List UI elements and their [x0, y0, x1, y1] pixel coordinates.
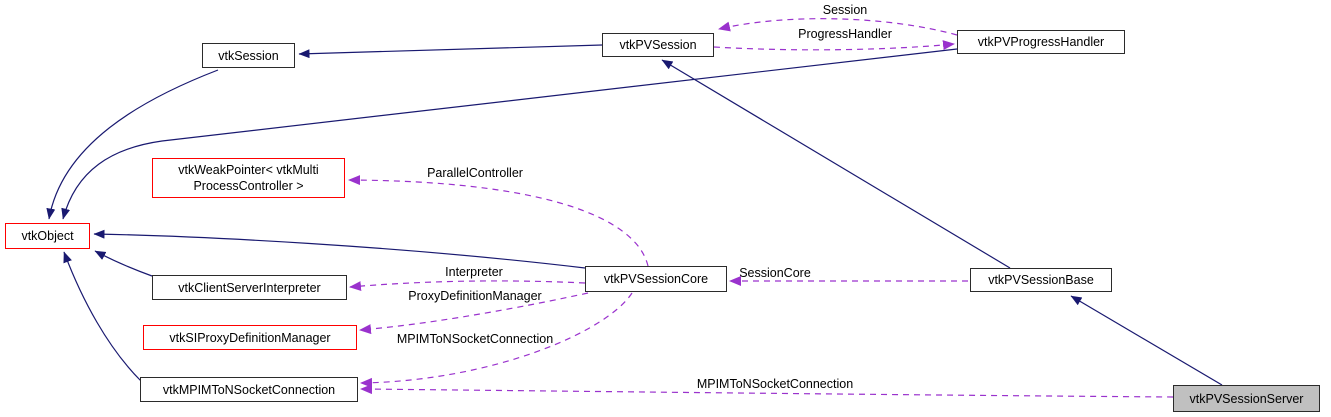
node-vtkpvsession[interactable]: vtkPVSession — [602, 33, 714, 57]
edge-proxydefinitionmanager-usage — [359, 292, 589, 335]
edge-vtkclientserverinterpreter-to-vtkobject — [94, 250, 153, 277]
edge-label-mpimtonsocketconnection-server: MPIMToNSocketConnection — [696, 377, 854, 391]
node-label-line1: vtkWeakPointer< vtkMulti — [178, 163, 319, 177]
edge-label-mpimtonsocketconnection-core: MPIMToNSocketConnection — [396, 332, 554, 346]
edge-vtkpvprogresshandler-to-vtkobject — [61, 48, 958, 220]
edge-mpim-core-usage — [360, 292, 633, 388]
edge-label-session: Session — [822, 3, 868, 17]
node-vtkobject[interactable]: vtkObject — [5, 223, 90, 249]
edge-parallelcontroller-usage — [348, 175, 649, 267]
edge-interpreter-usage — [349, 280, 586, 292]
node-vtkpvsessioncore[interactable]: vtkPVSessionCore — [585, 266, 727, 292]
edge-label-interpreter: Interpreter — [445, 265, 503, 279]
edge-vtksession-to-vtkobject — [46, 69, 219, 220]
node-vtkpvsessionserver: vtkPVSessionServer — [1173, 385, 1320, 412]
node-vtksiproxydefinitionmanager[interactable]: vtkSIProxyDefinitionManager — [143, 325, 357, 350]
node-vtkmpimtonsocketconnection[interactable]: vtkMPIMToNSocketConnection — [140, 377, 358, 402]
edge-mpim-server-usage — [360, 384, 1174, 398]
edge-vtkpvsessionserver-to-vtkpvsessionbase — [1070, 295, 1223, 386]
edge-label-sessioncore: SessionCore — [739, 266, 811, 280]
edge-vtkpvsession-to-vtksession — [298, 44, 603, 59]
edge-vtkmpimtonsocketconnection-to-vtkobject — [63, 251, 142, 382]
edge-label-proxydefinitionmanager: ProxyDefinitionManager — [408, 289, 542, 303]
edge-session-usage — [718, 18, 958, 36]
node-label-line2: ProcessController > — [193, 179, 304, 193]
node-vtkclientserverinterpreter[interactable]: vtkClientServerInterpreter — [152, 275, 347, 300]
edge-label-parallelcontroller: ParallelController — [427, 166, 523, 180]
edge-label-progresshandler: ProgressHandler — [798, 27, 892, 41]
edge-progresshandler-usage — [713, 40, 955, 51]
edge-vtkpvsessioncore-to-vtkobject — [93, 229, 586, 269]
node-vtkpvsessionbase[interactable]: vtkPVSessionBase — [970, 268, 1112, 292]
node-vtkweakpointer-vtkmultiprocesscontroller[interactable]: vtkWeakPointer< vtkMulti ProcessControll… — [152, 158, 345, 198]
edge-vtkpvsessionbase-to-vtkpvsession — [661, 59, 1011, 269]
node-vtksession[interactable]: vtkSession — [202, 43, 295, 68]
node-vtkpvprogresshandler[interactable]: vtkPVProgressHandler — [957, 30, 1125, 54]
